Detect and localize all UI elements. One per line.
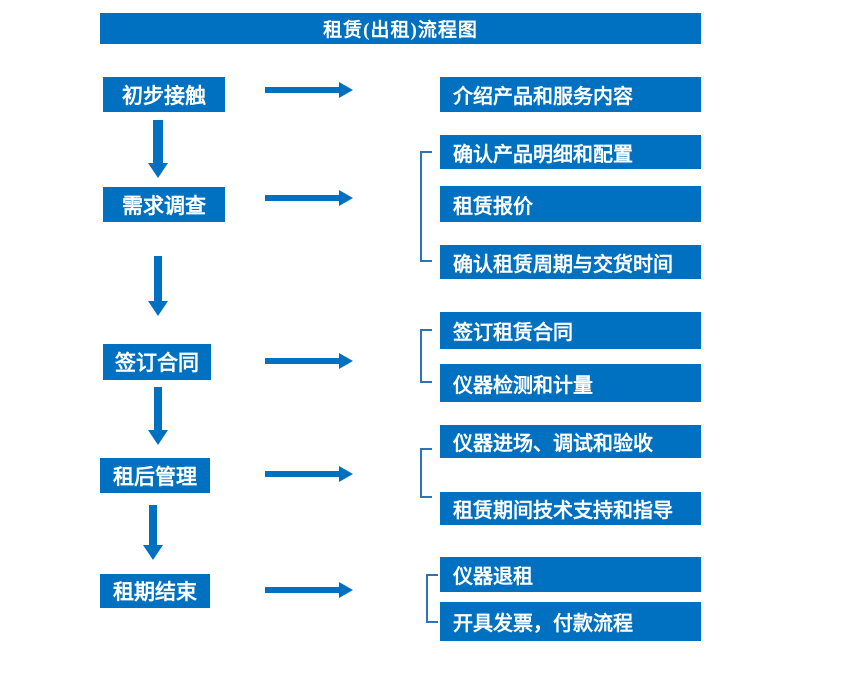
arrow-shaft bbox=[154, 256, 162, 301]
bracket-connector bbox=[426, 574, 438, 623]
arrow-down-icon bbox=[143, 505, 163, 560]
output-box-invoice-payment: 开具发票，付款流程 bbox=[440, 602, 701, 641]
arrow-head bbox=[339, 353, 353, 369]
arrow-head bbox=[339, 466, 353, 482]
arrow-head bbox=[339, 82, 353, 98]
output-box-instrument-testing: 仪器检测和计量 bbox=[440, 364, 701, 402]
stage-box-initial-contact: 初步接触 bbox=[103, 77, 225, 112]
arrow-shaft bbox=[265, 87, 339, 93]
arrow-head bbox=[148, 430, 168, 445]
arrow-shaft bbox=[154, 387, 162, 430]
output-box-technical-support: 租赁期间技术支持和指导 bbox=[440, 492, 701, 525]
arrow-right-icon bbox=[265, 466, 353, 482]
output-box-instrument-installation: 仪器进场、调试和验收 bbox=[440, 425, 701, 458]
arrow-shaft bbox=[153, 120, 163, 163]
stage-box-demand-survey: 需求调查 bbox=[103, 187, 225, 222]
arrow-head bbox=[148, 301, 168, 316]
arrow-shaft bbox=[149, 505, 157, 545]
output-box-confirm-product-details: 确认产品明细和配置 bbox=[440, 135, 701, 169]
bracket-connector bbox=[420, 448, 432, 498]
bracket-connector bbox=[420, 151, 432, 262]
output-box-sign-rental-contract: 签订租赁合同 bbox=[440, 312, 701, 349]
arrow-right-icon bbox=[265, 582, 353, 598]
arrow-shaft bbox=[265, 471, 339, 477]
arrow-down-icon bbox=[148, 256, 168, 316]
arrow-head bbox=[143, 545, 163, 560]
arrow-shaft bbox=[265, 587, 339, 593]
output-box-rental-quotation: 租赁报价 bbox=[440, 186, 701, 222]
arrow-head bbox=[339, 190, 353, 206]
arrow-head bbox=[148, 163, 168, 178]
arrow-right-icon bbox=[265, 353, 353, 369]
arrow-right-icon bbox=[265, 190, 353, 206]
flowchart-title: 租赁(出租)流程图 bbox=[100, 13, 701, 44]
arrow-head bbox=[339, 582, 353, 598]
output-box-confirm-rental-period: 确认租赁周期与交货时间 bbox=[440, 245, 701, 279]
arrow-right-icon bbox=[265, 82, 353, 98]
stage-box-sign-contract: 签订合同 bbox=[103, 344, 211, 380]
output-box-introduce-products: 介绍产品和服务内容 bbox=[440, 77, 701, 112]
arrow-down-icon bbox=[148, 120, 168, 178]
stage-box-rental-end: 租期结束 bbox=[100, 574, 210, 608]
output-box-instrument-return: 仪器退租 bbox=[440, 557, 701, 592]
arrow-shaft bbox=[265, 195, 339, 201]
stage-box-post-rental-management: 租后管理 bbox=[100, 458, 210, 493]
arrow-shaft bbox=[265, 358, 339, 364]
arrow-down-icon bbox=[148, 387, 168, 445]
bracket-connector bbox=[420, 329, 432, 383]
